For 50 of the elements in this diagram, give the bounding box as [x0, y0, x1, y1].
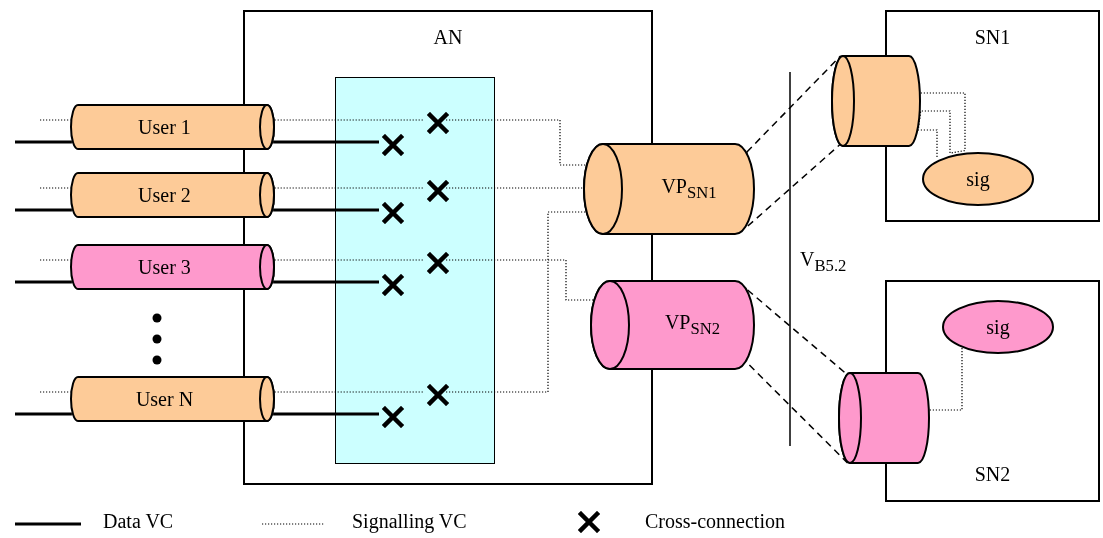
data-line — [273, 140, 379, 144]
cross-icon — [382, 202, 404, 224]
network-box — [885, 280, 1100, 502]
node-label: AN — [433, 26, 463, 49]
node-label: SN2 — [974, 463, 1011, 486]
signalling-line — [445, 259, 594, 301]
node-label: User N — [135, 387, 194, 411]
signalling-line — [39, 391, 71, 393]
cross-icon — [382, 406, 404, 428]
network-box — [885, 10, 1100, 222]
data-line — [15, 280, 72, 284]
signalling-line — [274, 119, 425, 121]
data-line — [15, 208, 72, 212]
data-line — [273, 280, 379, 284]
signalling-line — [39, 187, 71, 189]
signalling-line — [917, 92, 966, 159]
cross-icon — [427, 180, 449, 202]
cross-icon — [427, 112, 449, 134]
cross-icon — [427, 252, 449, 274]
signalling-line — [39, 259, 71, 261]
data-line — [273, 412, 379, 416]
signalling-line — [274, 187, 425, 189]
node-label: User 1 — [138, 115, 191, 139]
cross-icon — [382, 274, 404, 296]
node-label: SN1 — [974, 26, 1011, 49]
node-label: User 3 — [138, 255, 191, 279]
signalling-line — [39, 119, 71, 121]
signalling-line — [274, 259, 425, 261]
data-line — [273, 208, 379, 212]
data-line — [15, 140, 72, 144]
legend-label: Data VC — [103, 510, 174, 533]
dashed-line — [745, 288, 848, 464]
legend-label: Cross-connection — [645, 510, 785, 533]
signalling-line — [445, 119, 587, 166]
node-label: VP$_{SN1}$ — [661, 175, 717, 203]
node-label: User 2 — [138, 183, 191, 207]
legend-label: Signalling VC — [352, 510, 467, 533]
cross-icon — [427, 384, 449, 406]
network-box — [243, 10, 653, 485]
signalling-line — [274, 391, 425, 393]
signalling-line — [445, 211, 587, 393]
node-label: sig — [966, 167, 990, 191]
node-label: VP$_{SN2}$ — [664, 311, 721, 339]
switch-panel — [335, 77, 495, 464]
cross-icon — [382, 134, 404, 156]
signalling-line — [929, 345, 963, 411]
signalling-line — [445, 187, 584, 189]
reference-label: V$_{B5.2}$ — [800, 248, 847, 276]
data-line — [15, 412, 72, 416]
node-label: sig — [986, 315, 1010, 339]
